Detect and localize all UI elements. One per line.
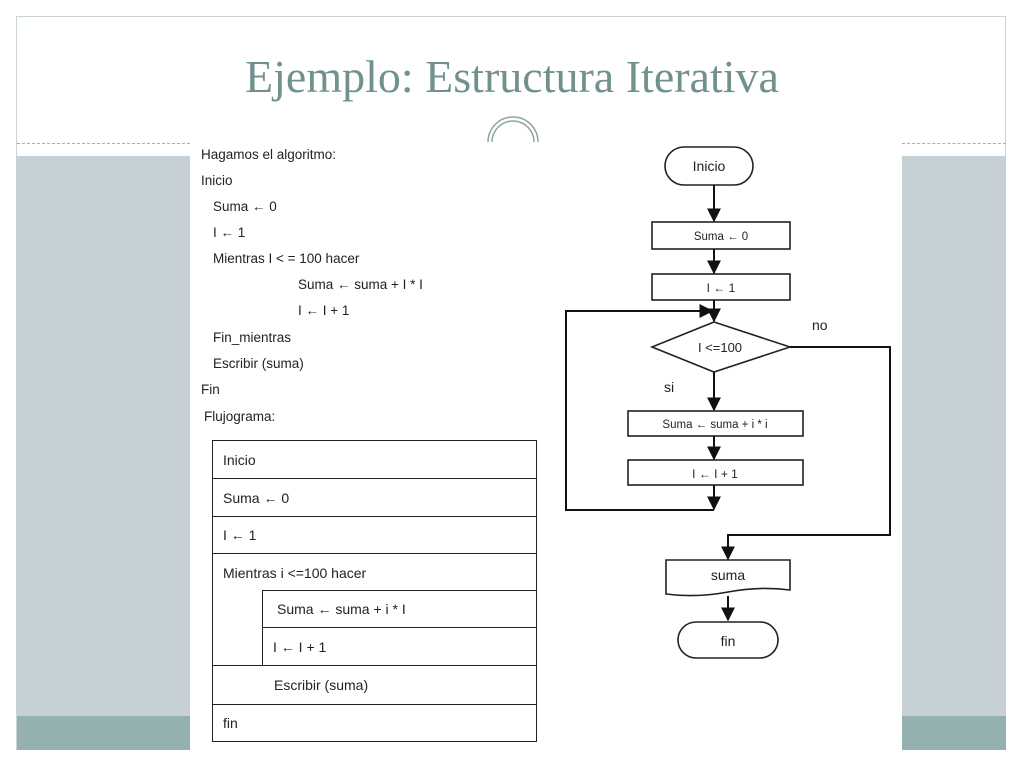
slide-title: Ejemplo: Estructura Iterativa	[245, 51, 779, 102]
left-side-band	[17, 156, 190, 716]
flowchart-no-label: no	[812, 317, 828, 333]
pseudocode-line: Escribir (suma)	[213, 356, 304, 371]
flowchart-end-label: fin	[721, 633, 736, 649]
right-bottom-band	[902, 716, 1006, 750]
flowchart-end-terminator	[677, 621, 779, 659]
nsd-fin-text: fin	[223, 715, 238, 731]
nsd-suma-update-text: Suma ← suma + i * I	[277, 601, 406, 617]
flowchart-start-terminator	[664, 146, 754, 186]
nsd-suma-init-cell: Suma ← 0	[212, 478, 537, 517]
nsd-fin-cell: fin	[212, 704, 537, 742]
flowchart-i-init-box	[651, 273, 791, 301]
flowchart-start-label: Inicio	[693, 158, 726, 174]
flowchart-decision-label: I <=100	[698, 340, 742, 355]
flowchart-i-init-label: I ← 1	[707, 281, 736, 295]
flowchart-suma-update-label: Suma ← suma + i * i	[662, 419, 767, 431]
nsd-loop-text: Mientras i <=100 hacer	[223, 565, 367, 581]
flowchart-loop-back-line	[565, 304, 714, 511]
right-title-divider	[902, 143, 1006, 144]
flujograma-label: Flujograma:	[204, 409, 276, 424]
pseudocode-line: Suma ← 0	[213, 199, 277, 214]
pseudocode-line: Fin	[201, 382, 220, 397]
right-side-band	[902, 156, 1006, 716]
nsd-i-init-text: I ← 1	[223, 527, 257, 543]
nassi-shneiderman-diagram: Inicio Suma ← 0 I ← 1 Mientras i <=100 h…	[212, 440, 537, 742]
nsd-escribir-text: Escribir (suma)	[274, 677, 369, 693]
left-title-divider	[17, 143, 190, 144]
flowchart-suma-init-box	[651, 221, 791, 250]
nsd-i-update-text: I ← I + 1	[273, 638, 327, 655]
pseudocode-line: Suma ← suma + I * I	[298, 277, 423, 292]
pseudocode-line: Inicio	[201, 173, 233, 188]
arch-ornament	[487, 116, 539, 143]
nsd-suma-init-text: Suma ← 0	[223, 489, 290, 506]
nsd-escribir-cell: Escribir (suma)	[212, 665, 537, 705]
flowchart-no-path-line	[721, 346, 891, 561]
pseudocode-line: Mientras I < = 100 hacer	[213, 251, 360, 266]
flowchart-i-update-box	[627, 459, 804, 486]
left-bottom-band	[17, 716, 190, 750]
pseudocode-line: Hagamos el algoritmo:	[201, 147, 337, 162]
nsd-inicio-cell: Inicio	[212, 440, 537, 479]
flowchart-suma-init-label: Suma ← 0	[694, 231, 748, 243]
pseudocode-line: Fin_mientras	[213, 330, 292, 345]
pseudocode-line: I ← I + 1	[298, 303, 350, 318]
flowchart-i-update-label: I ← I + 1	[692, 467, 738, 481]
nsd-inicio-text: Inicio	[223, 451, 256, 468]
flowchart-suma-update-box	[627, 410, 804, 437]
flowchart-yes-label: si	[664, 379, 674, 395]
flowchart-output-document	[665, 559, 791, 597]
nsd-i-init-cell: I ← 1	[212, 516, 537, 554]
flowchart-output-label: suma	[711, 567, 745, 583]
pseudocode-line: I ← 1	[213, 225, 246, 240]
